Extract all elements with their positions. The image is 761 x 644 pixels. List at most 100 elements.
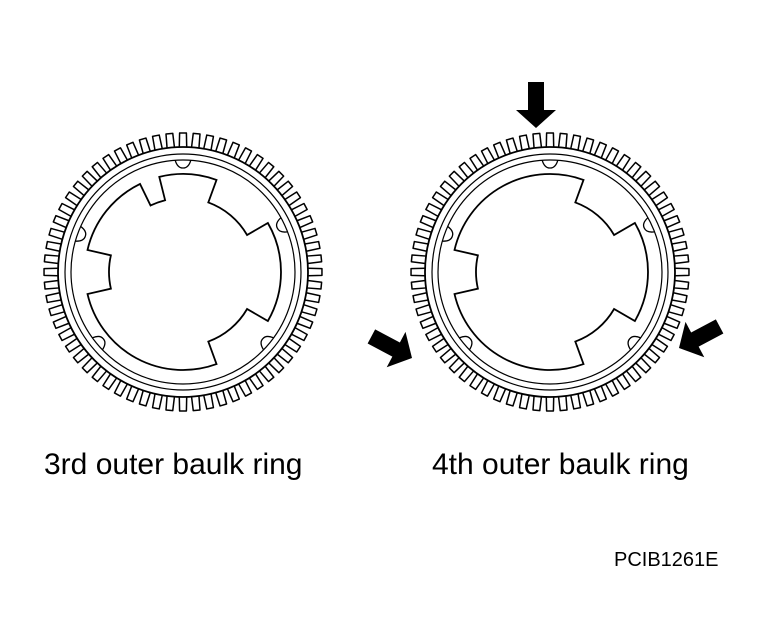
- 4th-outer-baulk-ring-drawing: [367, 82, 724, 412]
- gear-tooth: [448, 357, 465, 374]
- gear-tooth: [304, 240, 321, 252]
- gear-tooth: [505, 137, 518, 154]
- gear-tooth: [291, 202, 308, 218]
- gear-tooth: [248, 153, 264, 171]
- ring-cone-line-inner: [437, 159, 663, 385]
- gear-tooth: [410, 279, 427, 290]
- ring-cone-line: [431, 153, 669, 391]
- gear-tooth: [439, 347, 457, 364]
- 3rd-ring-label: 3rd outer baulk ring: [44, 448, 303, 481]
- gear-tooth: [125, 141, 140, 159]
- gear-tooth: [604, 380, 620, 397]
- gear-tooth: [268, 170, 285, 187]
- gear-tooth: [431, 337, 449, 353]
- gear-tooth: [480, 147, 496, 164]
- gear-tooth: [307, 267, 323, 277]
- gear-tooth: [635, 357, 652, 374]
- gear-tooth: [674, 267, 690, 277]
- gear-tooth: [43, 254, 60, 265]
- pointer-arrow-icon: [367, 329, 412, 368]
- gear-tooth: [45, 240, 62, 252]
- gear-tooth: [296, 315, 314, 330]
- gear-tooth: [64, 191, 82, 207]
- gear-tooth: [178, 396, 188, 412]
- gear-tooth: [448, 170, 465, 187]
- gear-tooth: [668, 304, 685, 317]
- gear-tooth: [203, 393, 215, 410]
- gear-tooth: [469, 153, 485, 171]
- gear-tooth: [458, 365, 475, 383]
- index-lug: [75, 225, 87, 242]
- ring-cone-line-inner: [70, 159, 296, 385]
- pointer-arrow-icon: [516, 82, 556, 128]
- gear-tooth: [532, 395, 543, 412]
- gear-tooth: [48, 227, 65, 240]
- gear-tooth: [668, 227, 685, 240]
- gear-tooth: [663, 214, 681, 229]
- gear-tooth: [557, 132, 568, 149]
- gear-tooth: [102, 153, 118, 171]
- gear-tooth: [480, 380, 496, 397]
- gear-tooth: [412, 240, 429, 252]
- gear-tooth: [658, 326, 675, 342]
- figure-code: PCIB1261E: [614, 549, 719, 571]
- gear-tooth: [410, 254, 427, 265]
- gear-tooth: [72, 347, 90, 364]
- gear-tooth: [81, 170, 98, 187]
- gear-tooth: [52, 214, 70, 229]
- gear-tooth: [492, 141, 507, 159]
- gear-tooth: [643, 347, 661, 364]
- gear-tooth: [301, 227, 318, 240]
- gear-tooth: [570, 134, 582, 151]
- gear-tooth: [425, 326, 442, 342]
- gear-tooth: [284, 337, 302, 353]
- gear-tooth: [651, 191, 669, 207]
- index-lug: [642, 217, 655, 233]
- gear-tooth: [582, 390, 595, 407]
- gear-tooth: [138, 137, 151, 154]
- gear-tooth: [237, 380, 253, 397]
- gear-tooth: [658, 202, 675, 218]
- gear-tooth: [505, 390, 518, 407]
- gear-tooth: [635, 170, 652, 187]
- gear-tooth: [593, 141, 608, 159]
- index-lug: [541, 160, 559, 169]
- gear-tooth: [113, 147, 129, 164]
- index-lug: [275, 217, 288, 233]
- gear-tooth: [518, 134, 530, 151]
- gear-tooth: [518, 393, 530, 410]
- gear-tooth: [492, 385, 507, 403]
- gear-tooth: [425, 202, 442, 218]
- gear-tooth: [276, 347, 294, 364]
- gear-tooth: [615, 373, 631, 391]
- gear-tooth: [643, 180, 661, 197]
- gear-tooth: [410, 267, 426, 277]
- gear-tooth: [226, 385, 241, 403]
- 4th-ring-label: 4th outer baulk ring: [432, 448, 689, 481]
- gear-tooth: [190, 132, 201, 149]
- gear-tooth: [203, 134, 215, 151]
- gear-tooth: [296, 214, 314, 229]
- gear-tooth: [91, 365, 108, 383]
- gear-tooth: [431, 191, 449, 207]
- gear-tooth: [226, 141, 241, 159]
- gear-tooth: [306, 279, 323, 290]
- gear-tooth: [458, 161, 475, 179]
- gear-tooth: [419, 315, 437, 330]
- gear-tooth: [284, 191, 302, 207]
- gear-tooth: [102, 373, 118, 391]
- gear-tooth: [671, 240, 688, 252]
- gear-tooth: [469, 373, 485, 391]
- gear-tooth: [545, 396, 555, 412]
- gear-tooth: [291, 326, 308, 342]
- gear-tooth: [593, 385, 608, 403]
- ring-cone-line: [64, 153, 302, 391]
- index-lug: [260, 335, 274, 351]
- gear-tooth: [615, 153, 631, 171]
- index-lug: [627, 335, 641, 351]
- gear-tooth: [439, 180, 457, 197]
- gear-tooth: [671, 292, 688, 304]
- gear-tooth: [237, 147, 253, 164]
- gear-tooth: [43, 267, 59, 277]
